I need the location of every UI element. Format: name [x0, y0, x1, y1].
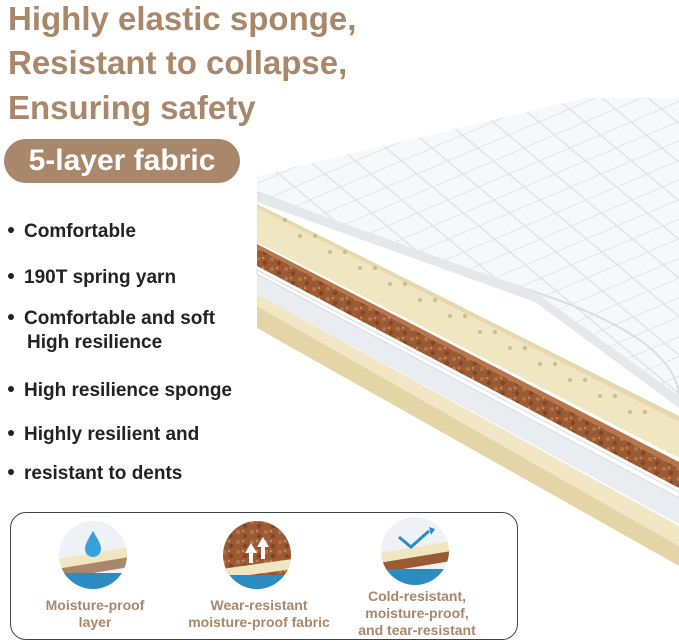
- bullet-dot: [8, 468, 14, 475]
- bullet-dot: [8, 272, 14, 279]
- up-arrows-icon: [223, 521, 291, 589]
- wear-resistant-label: Wear-resistant moisture-proof fabric: [188, 597, 330, 630]
- feature-comfortable: Comfortable: [8, 220, 136, 244]
- bullet-dot: [8, 226, 14, 233]
- mattress-layers-illustration: [256, 98, 679, 566]
- bullet-dot: [8, 429, 14, 436]
- feature-text: Comfortable: [24, 221, 136, 242]
- headline-line-3: Ensuring safety: [8, 89, 256, 126]
- feature-spring-yarn: 190T spring yarn: [8, 266, 176, 290]
- feature-icons-panel: Moisture-proof layer Wear-resistant mois…: [10, 512, 518, 640]
- feature-resilience-sponge: High resilience sponge: [8, 379, 232, 403]
- quilted-top-layer: [256, 98, 679, 408]
- feature-text: 190T spring yarn: [24, 267, 177, 288]
- feature-subtext: High resilience: [27, 332, 163, 353]
- bullet-dot: [8, 313, 14, 320]
- headline-line-1: Highly elastic sponge,: [8, 0, 357, 37]
- feature-dent-resistant: resistant to dents: [8, 462, 182, 486]
- water-drop-icon: [59, 521, 127, 589]
- five-layer-badge: 5-layer fabric: [4, 139, 240, 183]
- bottom-foam-layer: [257, 294, 679, 566]
- feature-text: resistant to dents: [24, 463, 183, 484]
- white-sheet-layer: [256, 269, 679, 524]
- feature-text: High resilience sponge: [24, 380, 232, 401]
- brown-fabric-layer: [257, 244, 679, 488]
- feature-comfortable-soft: Comfortable and soft High resilience: [8, 307, 215, 355]
- moisture-proof-label: Moisture-proof layer: [45, 597, 145, 630]
- feature-text: Comfortable and soft: [24, 308, 216, 329]
- checkmark-arrow-icon: [381, 517, 449, 585]
- feature-text: Highly resilient and: [24, 424, 200, 445]
- bullet-dot: [8, 385, 14, 392]
- top-foam-layer: [257, 204, 679, 458]
- cold-resistant-label: Cold-resistant, moisture-proof, and tear…: [358, 588, 476, 638]
- feature-highly-resilient: Highly resilient and: [8, 423, 199, 447]
- headline-line-2: Resistant to collapse,: [8, 44, 348, 81]
